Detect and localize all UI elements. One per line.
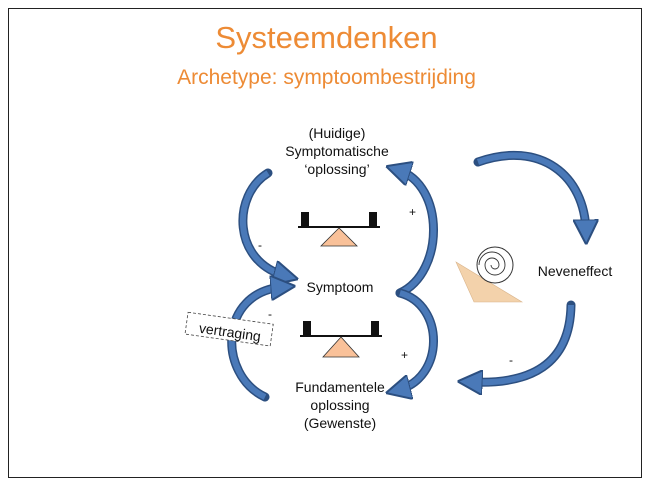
sign-side-down: - <box>509 353 513 367</box>
sign-right-bottom: + <box>401 348 409 362</box>
arrow-right-top <box>393 165 438 298</box>
arrow-side-effect-to-bottom <box>465 300 576 387</box>
slide-title: Systeemdenken <box>215 20 438 55</box>
sign-right-top: + <box>409 205 417 219</box>
arrow-to-side-effect <box>473 150 591 237</box>
sign-left-bottom: - <box>268 307 272 321</box>
slide-subtitle: Archetype: symptoombestrijding <box>177 66 476 89</box>
balance-scale-top-icon <box>298 212 380 247</box>
arrow-right-bottom <box>393 288 438 395</box>
sign-left-top: - <box>258 238 262 252</box>
balance-scale-bottom-icon <box>300 321 382 358</box>
node-fundamental-solution: Fundamentele oplossing (Gewenste) <box>295 379 385 431</box>
node-symptomatic-solution: (Huidige) Symptomatische ‘oplossing’ <box>285 125 389 177</box>
snowball-slope-icon <box>455 246 524 303</box>
node-symptom: Symptoom <box>306 279 374 295</box>
delay-marker <box>184 311 274 347</box>
node-side-effect: Neveneffect <box>537 263 613 279</box>
